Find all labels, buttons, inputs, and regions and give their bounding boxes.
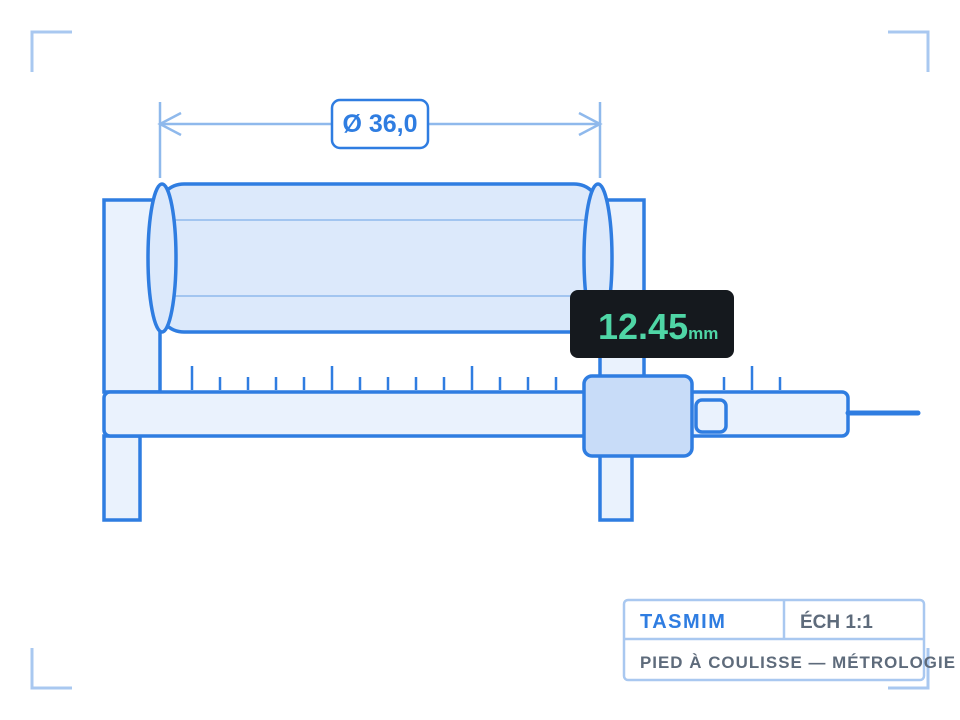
readout-unit: mm: [688, 324, 718, 343]
readout-value-text: 12.45mm: [598, 306, 718, 347]
cylinder-end-left: [146, 182, 178, 334]
measured-cylinder: [146, 182, 614, 334]
corner-marks: [30, 30, 930, 690]
fixed-jaw-lower: [102, 434, 142, 522]
arrow-head-icon: [578, 111, 603, 137]
thumb-wheel: [694, 398, 728, 434]
title-block-scale: ÉCH 1:1: [800, 611, 873, 633]
title-block-caption: PIED À COULISSE — MÉTROLOGIE: [640, 653, 956, 672]
scale-ticks: [190, 366, 782, 390]
dimension-label: Ø 36,0: [342, 110, 417, 138]
corner-bracket-icon: [30, 30, 72, 72]
readout-value: 12.45: [598, 306, 688, 347]
corner-bracket-icon: [888, 30, 930, 72]
title-block: TASMIM ÉCH 1:1 PIED À COULISSE — MÉTROLO…: [622, 598, 956, 682]
dimension-label-box: Ø 36,0: [330, 98, 430, 150]
arrow-head-icon: [157, 111, 182, 137]
digital-readout: 12.45mm: [570, 290, 734, 358]
slider-body: [582, 374, 694, 458]
corner-bracket-icon: [888, 648, 930, 690]
corner-bracket-icon: [30, 648, 72, 690]
main-beam: [102, 390, 850, 438]
title-block-brand: TASMIM: [640, 611, 726, 633]
